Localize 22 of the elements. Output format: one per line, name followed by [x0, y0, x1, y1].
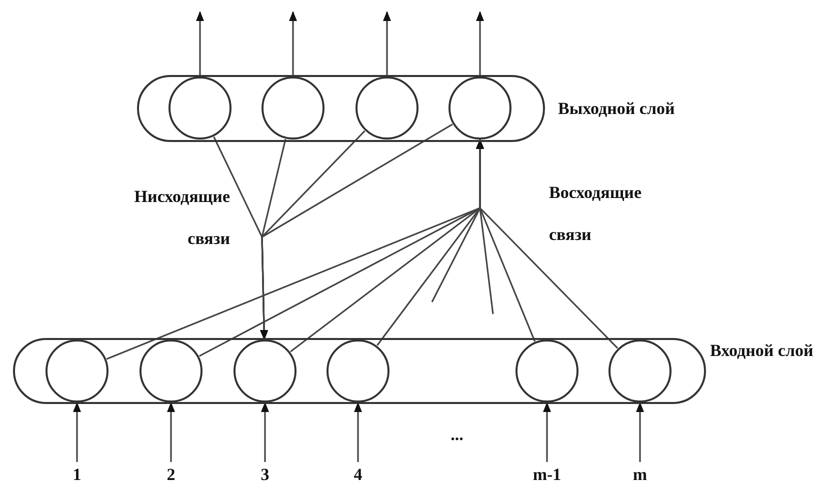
- connection-label: Нисходящие связи: [133, 186, 230, 250]
- connection-arrow: [383, 11, 391, 76]
- connection-arrow: [354, 402, 362, 462]
- layer-label: Входной слой: [710, 340, 814, 362]
- input-number: 2: [166, 464, 176, 486]
- connection-arrow: [476, 11, 484, 76]
- ellipsis-text: ...: [450, 425, 464, 445]
- connection-arrow: [543, 402, 551, 462]
- connection-arrow: [636, 402, 644, 462]
- connection-arrow: [261, 402, 269, 462]
- input-number: 4: [352, 464, 364, 486]
- input-number: 1: [72, 464, 82, 486]
- connection-arrow: [260, 124, 453, 340]
- input-number: m-1: [532, 464, 562, 486]
- connection-label: Восходящие связи: [549, 182, 643, 246]
- connection-arrow: [289, 11, 297, 76]
- input-number: 3: [260, 464, 270, 486]
- connection-arrow: [167, 402, 175, 462]
- connection-arrow: [73, 402, 81, 462]
- layer-label: Выходной слой: [558, 98, 676, 120]
- input-number: m: [632, 464, 648, 486]
- connection-arrow: [196, 11, 204, 76]
